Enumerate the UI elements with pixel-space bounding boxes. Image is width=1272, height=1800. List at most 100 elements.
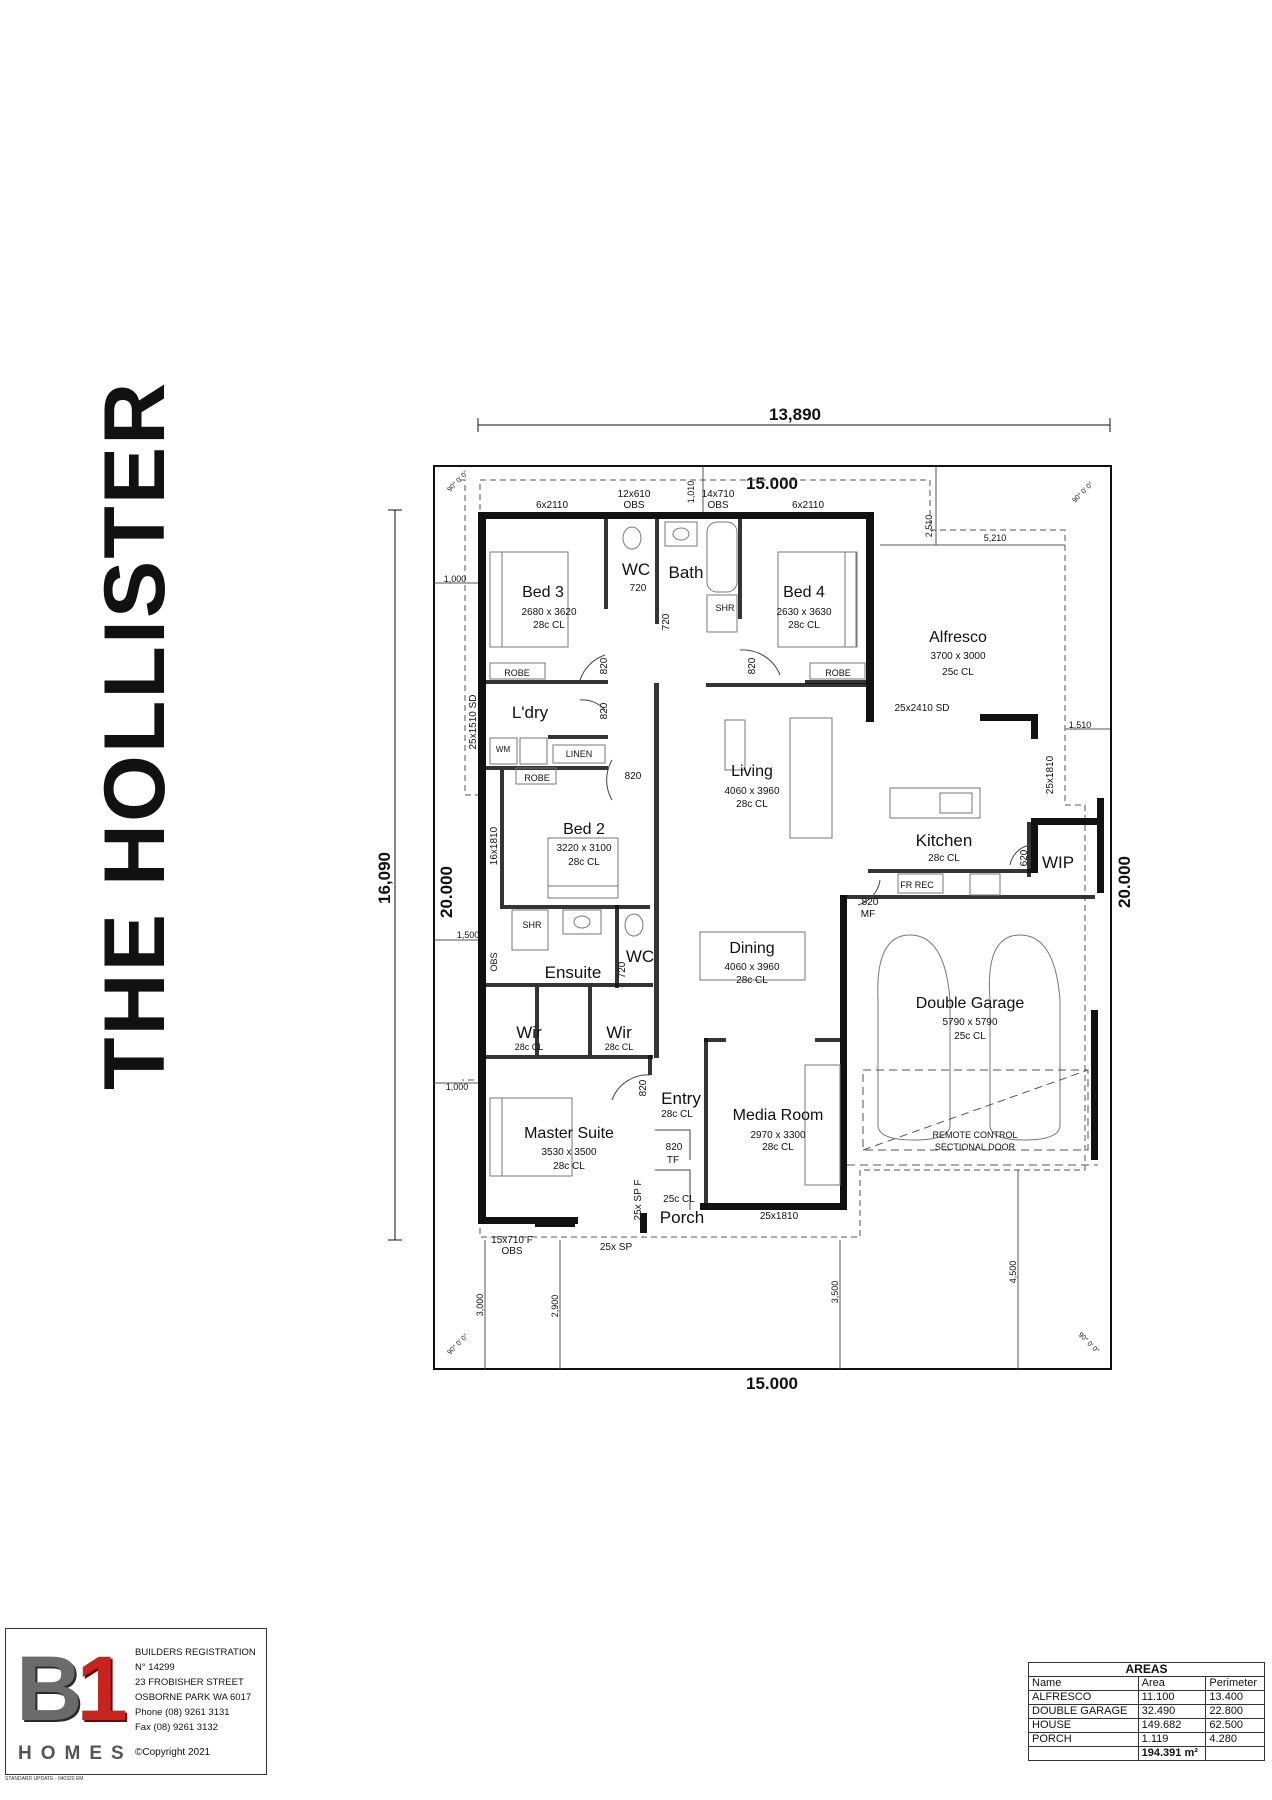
areas-header-area: Area [1137, 1676, 1207, 1691]
shr2-label: SHR [522, 920, 542, 930]
shr-label: SHR [715, 603, 735, 613]
table-cell: 1.119 [1137, 1732, 1207, 1747]
room-master-name: Master Suite [524, 1125, 614, 1142]
room-garage-size: 5790 x 5790 [942, 1017, 997, 1028]
lot-bottom-label: 15.000 [746, 1374, 798, 1393]
room-ensuite-name: Ensuite [545, 963, 602, 982]
robe-bed3: ROBE [504, 668, 530, 678]
setback-right-1: 1,510 [1069, 720, 1092, 730]
room-master-size: 3530 x 3500 [541, 1147, 596, 1158]
door-wip-label: 620 [1019, 849, 1030, 866]
table-row: PORCH 1.119 4.280 [1028, 1732, 1265, 1747]
areas-title: AREAS [1028, 1662, 1265, 1677]
table-cell: 4.280 [1205, 1732, 1265, 1747]
door-entry-label: 820 [666, 1142, 683, 1153]
logo-one: 1 [76, 1638, 127, 1740]
room-dining-ceiling: 28c CL [736, 975, 768, 986]
lot-top-label: 15.000 [746, 474, 798, 493]
logo-b: B [16, 1638, 82, 1740]
door-bed3-label: 820 [599, 657, 610, 674]
room-alfresco-size: 3700 x 3000 [930, 651, 985, 662]
setback-outline [460, 479, 1086, 1238]
room-living-name: Living [731, 763, 773, 780]
table-cell: DOUBLE GARAGE [1028, 1704, 1139, 1719]
table-row: ALFRESCO 11.100 13.400 [1028, 1690, 1265, 1705]
win-bed3: 6x2110 [536, 500, 569, 511]
linen-label: LINEN [566, 749, 593, 759]
win-kitchen-label: 25x1810 [1045, 755, 1056, 794]
door-swings [579, 649, 1031, 1210]
areas-header-row: Name Area Perimeter [1028, 1676, 1265, 1691]
table-cell: 149.682 [1137, 1718, 1207, 1733]
room-media-size: 2970 x 3300 [750, 1130, 805, 1141]
room-kitchen-ceiling: 28c CL [928, 853, 960, 864]
room-alfresco-name: Alfresco [929, 629, 987, 646]
win-bed2-label: 16x1810 [489, 826, 500, 865]
builder-line-3: 23 FROBISHER STREET [135, 1677, 244, 1688]
annotations: 6x2110 12x610 OBS 14x710 OBS 6x2110 720 … [468, 489, 1056, 1257]
setback-left-2: 1,500 [457, 930, 480, 940]
areas-table: AREAS Name Area Perimeter ALFRESCO 11.10… [1028, 1662, 1265, 1761]
room-bed2-size: 3220 x 3100 [556, 843, 611, 854]
win-ens-a: 12x610 [478, 947, 488, 977]
lot-left-label: 20.000 [437, 866, 456, 918]
external-walls [478, 512, 1104, 1233]
room-bed4-name: Bed 4 [783, 584, 825, 601]
b1-logo: B1 [16, 1643, 128, 1735]
builder-line-5: Phone (08) 9261 3131 [135, 1707, 230, 1718]
setback-bottom-2: 2,900 [550, 1295, 560, 1318]
room-garage-ceiling: 25c CL [954, 1031, 986, 1042]
room-bed3-ceiling: 28c CL [533, 620, 565, 631]
table-cell: HOUSE [1028, 1718, 1139, 1733]
room-media-ceiling: 28c CL [762, 1142, 794, 1153]
corner-angle-tl: 90° 0' 0" [446, 469, 470, 493]
win-bed4: 6x2110 [792, 500, 825, 511]
setback-bottom-1: 3,000 [475, 1294, 485, 1317]
room-wc1-name: WC [622, 560, 650, 579]
room-alfresco-ceiling: 25c CL [942, 667, 974, 678]
fr-rec-label: FR REC [900, 880, 934, 890]
sd-alfresco-label: 25x2410 SD [894, 703, 949, 714]
room-living-ceiling: 28c CL [736, 799, 768, 810]
room-wir2-name: Wir [606, 1023, 632, 1042]
overall-width-label: 13,890 [769, 405, 821, 424]
corner-angle-tr: 90° 0' 0" [1071, 480, 1095, 504]
wm-label: WM [496, 745, 511, 754]
builder-info: BUILDERS REGISTRATION N° 14299 23 FROBIS… [135, 1645, 256, 1735]
garage-door-outline [847, 1069, 1098, 1166]
room-bath-name: Bath [669, 563, 704, 582]
garage-door-a: REMOTE CONTROL [932, 1130, 1017, 1140]
room-media-name: Media Room [733, 1107, 824, 1124]
robe-bed2: ROBE [524, 773, 550, 783]
copyright-text: ©Copyright 2021 [135, 1747, 211, 1758]
room-porch-name: Porch [660, 1208, 704, 1227]
setback-top-gap: 1,010 [686, 481, 696, 504]
room-master-ceiling: 28c CL [553, 1161, 585, 1172]
win-ens-b: OBS [489, 952, 499, 971]
table-cell: ALFRESCO [1028, 1690, 1139, 1705]
win-wc-a: 12x610 [618, 489, 651, 500]
sd-ldry-label: 25x1510 SD [468, 694, 479, 749]
areas-total: 194.391 m² [1137, 1746, 1207, 1761]
table-cell [1028, 1746, 1139, 1761]
sp-label: 25x SP [600, 1242, 633, 1253]
room-wir2-ceiling: 28c CL [605, 1042, 634, 1052]
room-laundry-name: L'dry [512, 703, 549, 722]
fineprint: STANDARD UPDATE - 040320 EM [5, 1776, 84, 1782]
door-ldry-label: 820 [599, 702, 610, 719]
door-garage-label: 820 [862, 897, 879, 908]
door-bath-label: 720 [661, 613, 672, 630]
table-cell: PORCH [1028, 1732, 1139, 1747]
corner-angle-bl: 90° 0' 0" [446, 1332, 470, 1356]
garage-door-b: SECTIONAL DOOR [935, 1142, 1016, 1152]
setback-bottom-3: 3,500 [830, 1281, 840, 1304]
tf-label: TF [667, 1155, 679, 1166]
win-bath-a: 14x710 [702, 489, 735, 500]
room-bed2-name: Bed 2 [563, 821, 605, 838]
setback-left-3: 1,000 [446, 1082, 469, 1092]
win-media-label: 25x1810 [760, 1211, 799, 1222]
mf-label: MF [861, 909, 875, 920]
setback-bottom-4: 4,500 [1008, 1261, 1018, 1284]
room-living-size: 4060 x 3960 [724, 786, 779, 797]
